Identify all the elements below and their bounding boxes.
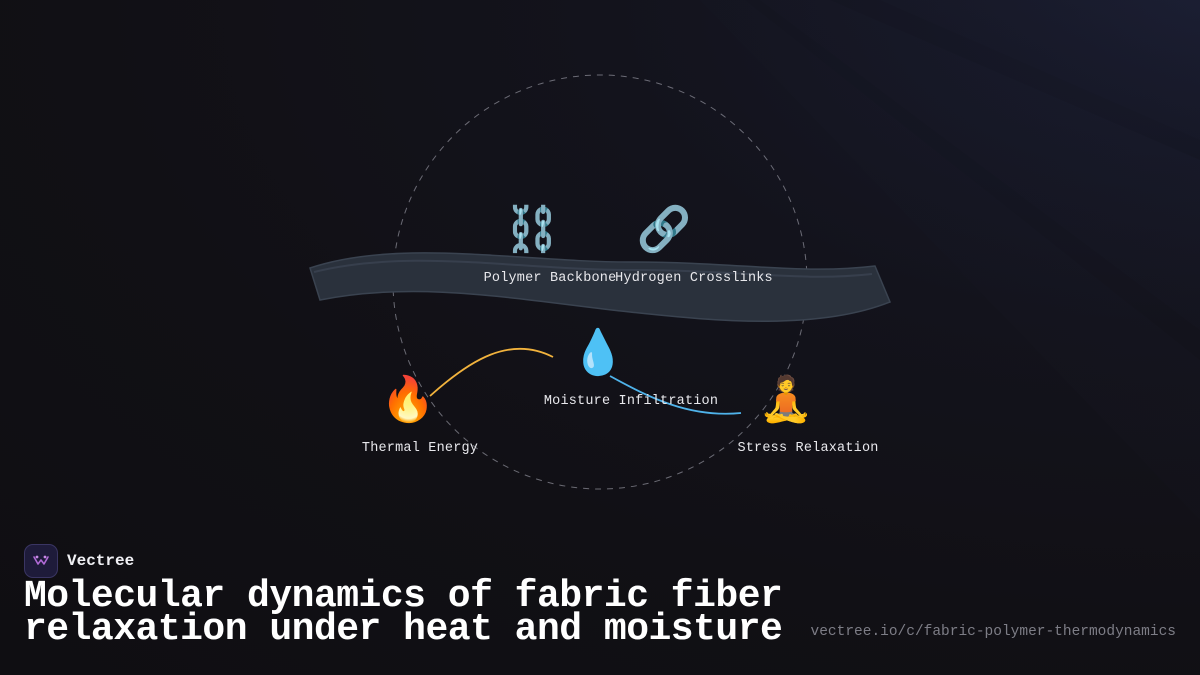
moisture-to-relaxation-connector: [609, 375, 742, 415]
moisture-infiltration-label: Moisture Infiltration: [543, 394, 719, 409]
thermal-energy-label: Thermal Energy: [361, 441, 479, 456]
title-line-2: relaxation under heat and moisture: [24, 608, 783, 651]
fiber-ribbon-highlight: [313, 259, 873, 278]
brand-name: Vectree: [67, 552, 135, 570]
link-icon: 🔗: [636, 204, 692, 255]
page-title: Molecular dynamics of fabric fiber relax…: [24, 575, 804, 651]
polymer-backbone-label: Polymer Backbone: [483, 271, 617, 286]
title-line-1: Molecular dynamics of fabric fiber: [24, 575, 783, 618]
stress-relaxation-label: Stress Relaxation: [737, 441, 879, 456]
meditating-person-icon: 🧘: [758, 374, 814, 425]
hydrogen-crosslinks-label: Hydrogen Crosslinks: [615, 271, 773, 286]
source-url: vectree.io/c/fabric-polymer-thermodynami…: [810, 624, 1176, 640]
brand: Vectree: [24, 544, 134, 578]
fire-icon: 🔥: [380, 374, 436, 425]
thermal-to-moisture-connector: [429, 347, 554, 397]
fiber-ribbon: [309, 252, 891, 322]
droplet-icon: 💧: [570, 327, 626, 378]
chain-icon: ⛓️: [504, 204, 560, 255]
vectree-logo-icon: [24, 544, 58, 578]
